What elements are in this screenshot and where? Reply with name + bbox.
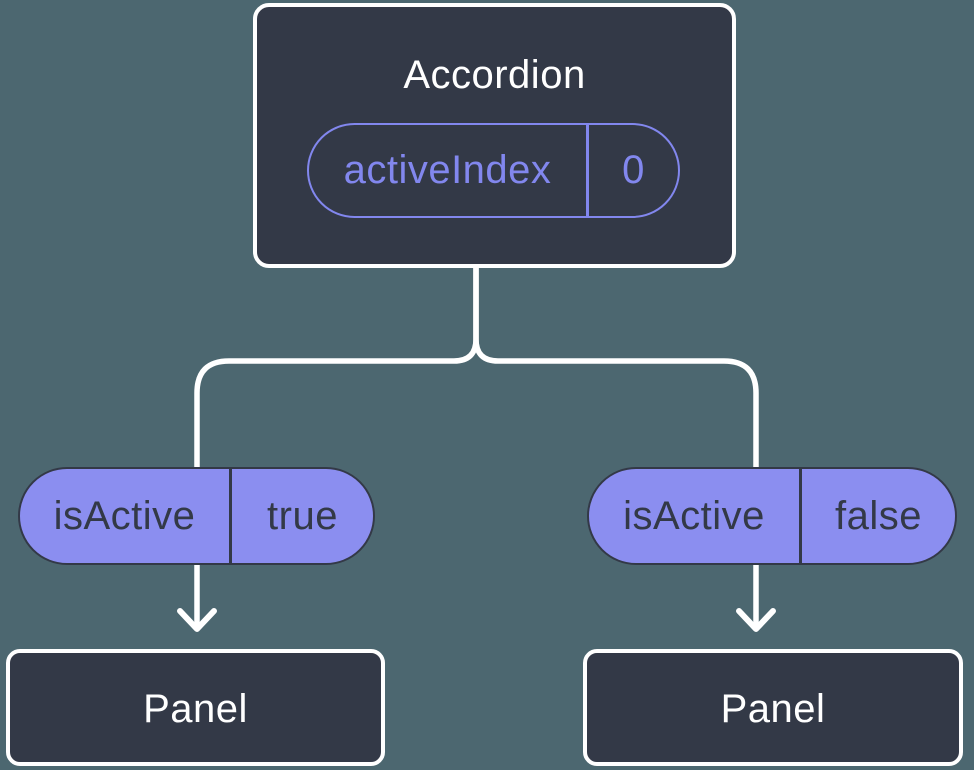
- accordion-node-title: Accordion: [403, 53, 586, 97]
- prop-name-label: isActive: [623, 493, 765, 538]
- panel-node-left: Panel: [6, 649, 385, 766]
- prop-name-label: activeIndex: [343, 148, 552, 192]
- arrow-down-icon: [177, 608, 217, 632]
- arrow-down-icon: [736, 608, 776, 632]
- branch-line-right: [473, 265, 759, 627]
- prop-value-label: false: [835, 493, 922, 538]
- pill-divider: [799, 469, 802, 563]
- pill-divider: [586, 125, 589, 216]
- pill-divider: [229, 469, 232, 563]
- accordion-node: Accordion activeIndex 0: [253, 3, 736, 268]
- branch-line-left: [194, 265, 479, 627]
- active-index-prop-pill: activeIndex 0: [307, 123, 680, 218]
- panel-node-right: Panel: [583, 649, 963, 766]
- panel-node-title: Panel: [720, 687, 826, 731]
- prop-value-label: 0: [622, 148, 645, 192]
- prop-value-label: true: [267, 493, 338, 538]
- prop-name-label: isActive: [53, 493, 196, 538]
- is-active-pill-right: isActive false: [587, 467, 957, 565]
- is-active-pill-left: isActive true: [18, 467, 375, 565]
- panel-node-title: Panel: [143, 687, 248, 731]
